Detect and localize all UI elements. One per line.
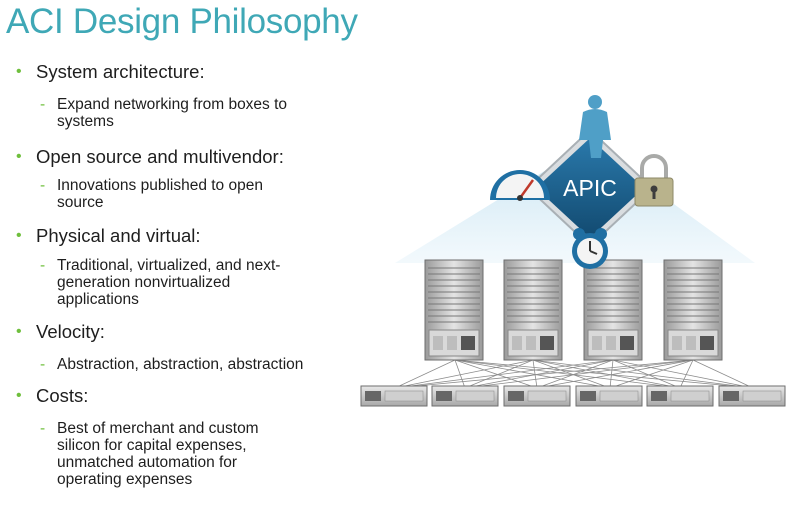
spine-switch: [583, 259, 643, 361]
spine-switch: [424, 259, 484, 361]
sub-bullet-text: Expand networking from boxes to systems: [57, 96, 288, 130]
bullet-text: Costs:: [36, 385, 89, 406]
bullet-dot-icon: •: [16, 387, 22, 404]
aci-fabric-diagram: APIC: [360, 95, 786, 407]
bullet-list: • System architecture: - Expand networki…: [0, 0, 380, 505]
speedometer-icon: [490, 170, 550, 201]
sub-bullet-text: Traditional, virtualized, and next- gene…: [57, 257, 281, 308]
slide-title: ACI Design Philosophy: [6, 2, 358, 41]
padlock-icon: [634, 154, 674, 207]
leaf-switch: [646, 385, 714, 407]
sub-bullet-text: Best of merchant and custom silicon for …: [57, 420, 259, 488]
dash-icon: -: [40, 96, 46, 113]
sub-bullet-text: Innovations published to open source: [57, 177, 263, 211]
leaf-switch: [575, 385, 643, 407]
fabric-links: [394, 359, 754, 389]
bullet-dot-icon: •: [16, 323, 22, 340]
person-icon: [579, 95, 611, 158]
bullet-dot-icon: •: [16, 227, 22, 244]
bullet-text: Physical and virtual:: [36, 225, 201, 246]
bullet-text: System architecture:: [36, 61, 205, 82]
leaf-switch: [503, 385, 571, 407]
sub-bullet-text: Abstraction, abstraction, abstraction: [57, 356, 304, 373]
leaf-switch: [360, 385, 428, 407]
spine-switch: [503, 259, 563, 361]
dash-icon: -: [40, 356, 46, 373]
spine-switch: [663, 259, 723, 361]
bullet-text: Velocity:: [36, 321, 105, 342]
dash-icon: -: [40, 420, 46, 437]
dash-icon: -: [40, 257, 46, 274]
leaf-switch: [718, 385, 786, 407]
bullet-text: Open source and multivendor:: [36, 146, 284, 167]
dash-icon: -: [40, 177, 46, 194]
bullet-dot-icon: •: [16, 148, 22, 165]
bullet-dot-icon: •: [16, 63, 22, 80]
apic-label: APIC: [563, 175, 617, 201]
apic-controller: APIC: [526, 128, 654, 248]
alarm-clock-icon: [572, 228, 608, 269]
leaf-switch: [431, 385, 499, 407]
